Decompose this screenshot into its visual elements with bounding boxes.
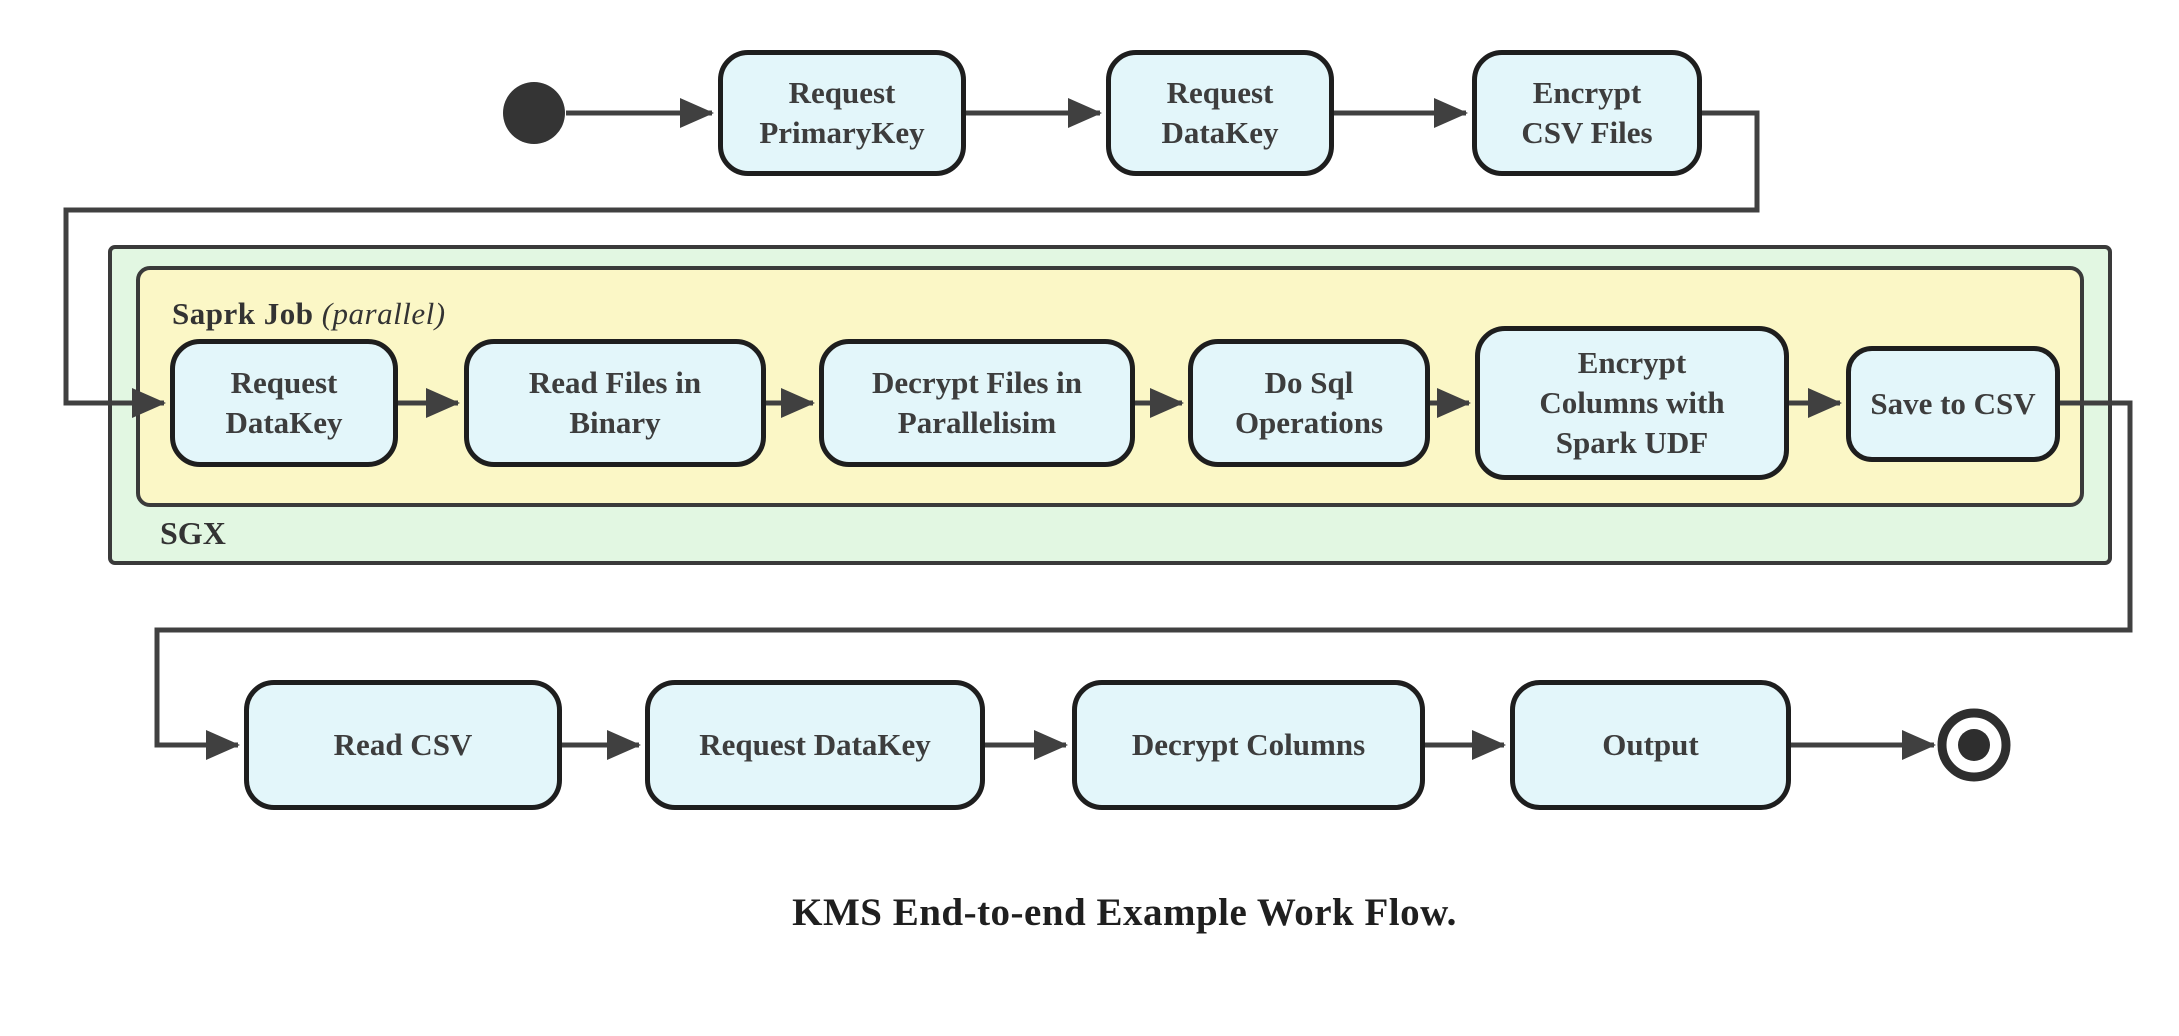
node-read-csv: Read CSV	[244, 680, 562, 810]
spark-job-label: Saprk Job (parallel)	[172, 296, 446, 332]
end-node-icon	[1937, 708, 2011, 782]
node-request-datakey-top: Request DataKey	[1106, 50, 1334, 176]
node-read-files-in-binary: Read Files in Binary	[464, 339, 766, 467]
node-output: Output	[1510, 680, 1791, 810]
node-request-primarykey: Request PrimaryKey	[718, 50, 966, 176]
node-encrypt-columns-with-spark-udf: Encrypt Columns with Spark UDF	[1475, 326, 1789, 480]
node-encrypt-csv-files: Encrypt CSV Files	[1472, 50, 1702, 176]
spark-job-mode: (parallel)	[321, 296, 446, 331]
node-decrypt-files-in-parallelisim: Decrypt Files in Parallelisim	[819, 339, 1135, 467]
node-do-sql-operations: Do Sql Operations	[1188, 339, 1430, 467]
node-request-datakey-spark: Request DataKey	[170, 339, 398, 467]
workflow-caption: KMS End-to-end Example Work Flow.	[792, 891, 1457, 934]
node-decrypt-columns: Decrypt Columns	[1072, 680, 1425, 810]
start-node-icon	[503, 82, 565, 144]
spark-job-name: Saprk Job	[172, 296, 314, 331]
node-request-datakey-bottom: Request DataKey	[645, 680, 985, 810]
sgx-label: SGX	[160, 515, 226, 551]
node-save-to-csv: Save to CSV	[1846, 346, 2060, 462]
